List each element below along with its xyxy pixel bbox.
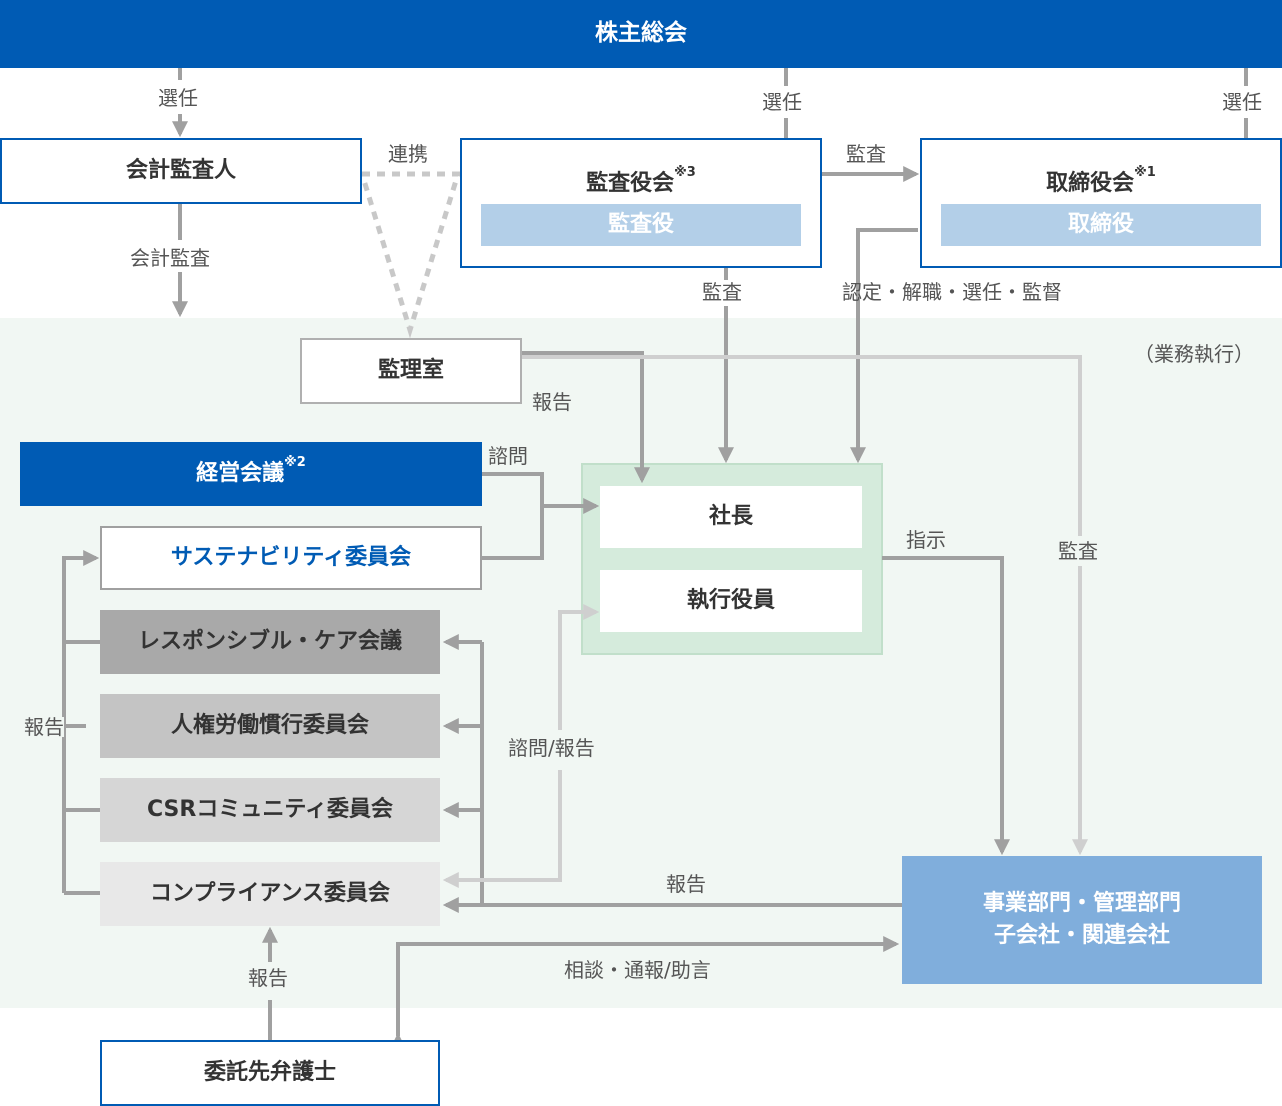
label-execution: （業務執行） [1134, 342, 1254, 366]
label-consult: 諮問 [488, 444, 528, 468]
directors: 取締役 [941, 204, 1261, 246]
exec-meeting-title: 経営会議※2 [196, 455, 306, 490]
csr-committee: CSRコミュニティ委員会 [100, 778, 440, 842]
label-elect-auditor: 選任 [158, 86, 198, 110]
departments-subsidiaries: 事業部門・管理部門 子会社・関連会社 [902, 856, 1262, 984]
exec-meeting-label: 経営会議 [196, 461, 285, 487]
compliance-label: コンプライアンス委員会 [149, 881, 391, 907]
president: 社長 [600, 486, 862, 548]
departments-line2: 子会社・関連会社 [993, 923, 1170, 948]
human-rights-committee: 人権労働慣行委員会 [100, 694, 440, 758]
human-rights-label: 人権労働慣行委員会 [170, 713, 369, 739]
shareholders-meeting: 株主総会 [0, 0, 1282, 68]
responsible-care-meeting: レスポンシブル・ケア会議 [100, 610, 440, 674]
audit-board-note: ※3 [674, 165, 696, 180]
label-report-lawyer: 報告 [248, 966, 288, 990]
audit-office: 監理室 [300, 338, 522, 404]
audit-board-title: 監査役会※3 [586, 165, 696, 200]
board-title: 取締役会※1 [1046, 165, 1156, 200]
label-report-bottom: 報告 [666, 872, 706, 896]
contract-lawyer: 委託先弁護士 [100, 1040, 440, 1106]
label-elect-board: 選任 [1222, 90, 1262, 114]
label-consult-report: 諮問/報告 [508, 736, 595, 760]
label-instruct: 指示 [906, 528, 946, 552]
compliance-committee: コンプライアンス委員会 [100, 862, 440, 926]
officers-label: 執行役員 [686, 588, 775, 614]
directors-label: 取締役 [1067, 212, 1134, 238]
label-report-left: 報告 [24, 715, 64, 739]
president-label: 社長 [708, 504, 753, 530]
audit-board-label: 監査役会 [586, 171, 675, 196]
auditor-label: 会計監査人 [125, 158, 236, 184]
audit-members: 監査役 [481, 204, 801, 246]
audit-members-label: 監査役 [607, 212, 674, 238]
csr-label: CSRコミュニティ委員会 [146, 797, 394, 823]
label-accounting-audit: 会計監査 [130, 246, 210, 270]
board-note: ※1 [1134, 165, 1156, 180]
departments-line1: 事業部門・管理部門 [982, 891, 1181, 917]
sustainability-label: サステナビリティ委員会 [170, 545, 412, 571]
label-audit-board-to-board: 監査 [846, 142, 886, 166]
label-board-actions: 認定・解職・選任・監督 [842, 280, 1062, 304]
audit-board: 監査役会※3 [460, 138, 822, 268]
label-audit-down: 監査 [702, 280, 742, 304]
executive-officers: 執行役員 [600, 570, 862, 632]
shareholders-label: 株主総会 [595, 20, 687, 47]
label-report-office: 報告 [532, 390, 572, 414]
responsible-care-label: レスポンシブル・ケア会議 [137, 629, 402, 655]
accounting-auditor: 会計監査人 [0, 138, 362, 204]
label-elect-audit-board: 選任 [762, 90, 802, 114]
executive-meeting: 経営会議※2 [20, 442, 482, 506]
label-cooperation: 連携 [388, 142, 428, 166]
sustainability-committee: サステナビリティ委員会 [100, 526, 482, 590]
board-of-directors: 取締役会※1 [920, 138, 1282, 268]
board-label: 取締役会 [1046, 171, 1135, 196]
lawyer-label: 委託先弁護士 [203, 1060, 336, 1086]
label-audit-right: 監査 [1058, 539, 1098, 563]
label-consult-notice: 相談・通報/助言 [564, 958, 711, 982]
exec-meeting-note: ※2 [284, 455, 306, 471]
audit-office-label: 監理室 [377, 358, 444, 384]
